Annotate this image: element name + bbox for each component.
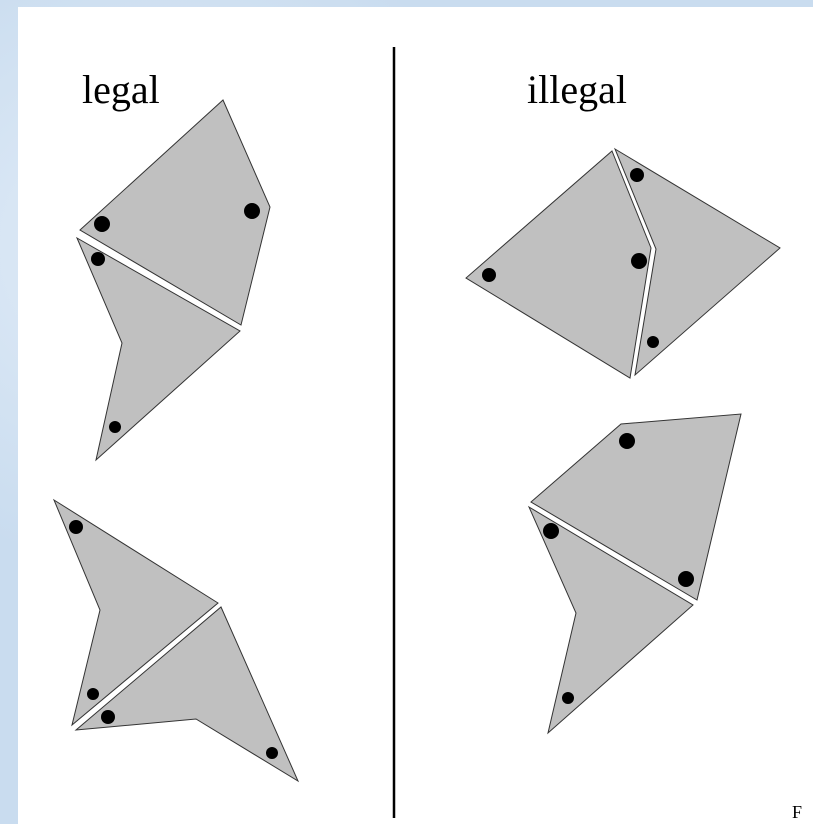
corner-mark: F [792,802,803,822]
marker-dot [91,252,105,266]
heading-illegal: illegal [527,67,627,112]
legal-bottom-left-piece [52,498,219,727]
marker-dot [631,253,647,269]
marker-dot [94,216,110,232]
marker-dot [244,203,260,219]
marker-dot [619,433,635,449]
illegal-bottom-lower-piece [527,505,694,735]
marker-dot [647,336,659,348]
legal-top-lower-piece [75,236,241,462]
legal-bottom-right-piece [74,606,300,783]
marker-dot [101,710,115,724]
marker-dot [678,571,694,587]
marker-dot [109,421,121,433]
marker-dot [543,523,559,539]
legal-top-upper-piece [79,99,271,326]
illegal-top-right-piece [613,147,781,377]
marker-dot [630,168,644,182]
marker-dot [562,692,574,704]
marker-dot [266,747,278,759]
marker-dot [87,688,99,700]
marker-dot [69,520,83,534]
marker-dot [482,268,496,282]
illegal-bottom-upper-piece [530,413,742,601]
heading-legal: legal [82,67,160,112]
illegal-top-left-piece [465,150,652,379]
